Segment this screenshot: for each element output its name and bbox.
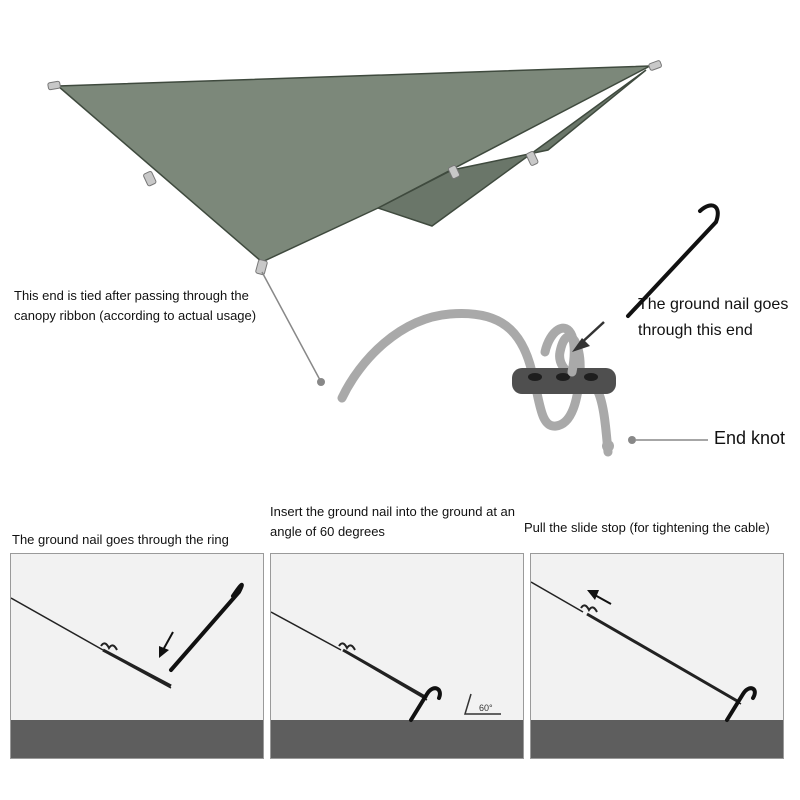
ground bbox=[271, 720, 523, 758]
rope-to-ring bbox=[108, 653, 172, 689]
ground-nail bbox=[725, 686, 757, 722]
annotation-line: through this end bbox=[638, 322, 753, 339]
angle-label: 60° bbox=[479, 703, 493, 713]
guy-rope bbox=[271, 611, 342, 651]
slide-stopper bbox=[100, 642, 118, 651]
annotation-line: The ground nail goes bbox=[638, 296, 789, 313]
tie-end-dot bbox=[317, 378, 325, 386]
end-knot bbox=[602, 440, 614, 452]
stopper-hole bbox=[528, 373, 542, 381]
rope-to-nail bbox=[348, 653, 428, 701]
direction-arrow-head bbox=[572, 338, 590, 352]
tarp-canopy bbox=[56, 65, 651, 263]
step-1-illustration bbox=[11, 582, 263, 758]
ground bbox=[11, 720, 263, 758]
caption-line: angle of 60 degrees bbox=[270, 524, 385, 539]
tarp-corner-tab bbox=[648, 60, 662, 71]
stopper-hole bbox=[556, 373, 570, 381]
step-3-panel bbox=[530, 553, 784, 759]
tarp-setup-illustration bbox=[47, 60, 720, 457]
ground-nail bbox=[409, 686, 442, 722]
end-knot-dot bbox=[628, 436, 636, 444]
step-3-illustration bbox=[531, 581, 783, 758]
caption-line: The ground nail goes through the ring bbox=[12, 532, 229, 547]
tie-end-pointer-line bbox=[261, 271, 321, 381]
step-2-illustration: 60° bbox=[271, 611, 523, 758]
ground bbox=[531, 720, 783, 758]
slide-stopper bbox=[338, 642, 356, 651]
rope-to-nail bbox=[590, 615, 742, 705]
guy-rope bbox=[531, 581, 584, 613]
guy-rope-over-stopper bbox=[540, 323, 579, 377]
step-2-panel: 60° bbox=[270, 553, 524, 759]
caption-line: Insert the ground nail into the ground a… bbox=[270, 504, 516, 519]
ground-nail bbox=[169, 582, 244, 672]
tie-end-annotation: This end is tied after passing through t… bbox=[14, 286, 256, 326]
step-1-panel bbox=[10, 553, 264, 759]
step-2-caption: Insert the ground nail into the ground a… bbox=[270, 502, 515, 542]
annotation-line: canopy ribbon (according to actual usage… bbox=[14, 308, 257, 323]
stopper-hole bbox=[584, 373, 598, 381]
ground-nail bbox=[626, 203, 720, 318]
direction-arrow-head bbox=[587, 590, 599, 600]
tarp-corner-tab bbox=[47, 80, 61, 91]
slide-stopper bbox=[512, 368, 616, 394]
caption-line: Pull the slide stop (for tightening the … bbox=[524, 520, 770, 535]
slide-stopper bbox=[580, 604, 598, 613]
annotation-line: This end is tied after passing through t… bbox=[14, 288, 249, 303]
angle-mark-icon bbox=[463, 693, 501, 715]
step-3-caption: Pull the slide stop (for tightening the … bbox=[524, 518, 770, 538]
direction-arrow bbox=[162, 631, 174, 651]
rope-to-ring bbox=[102, 648, 172, 688]
guy-rope bbox=[11, 597, 104, 651]
tarp-side-tab bbox=[143, 171, 157, 187]
tarp-corner-tab bbox=[255, 259, 268, 276]
step-1-caption: The ground nail goes through the ring bbox=[12, 530, 229, 550]
tarp-side-tab bbox=[447, 165, 461, 179]
nail-end-annotation: The ground nail goes through this end bbox=[638, 292, 788, 344]
tarp-side-tab bbox=[525, 151, 539, 166]
end-knot-annotation: End knot bbox=[714, 428, 786, 448]
direction-arrow-head bbox=[159, 646, 169, 658]
